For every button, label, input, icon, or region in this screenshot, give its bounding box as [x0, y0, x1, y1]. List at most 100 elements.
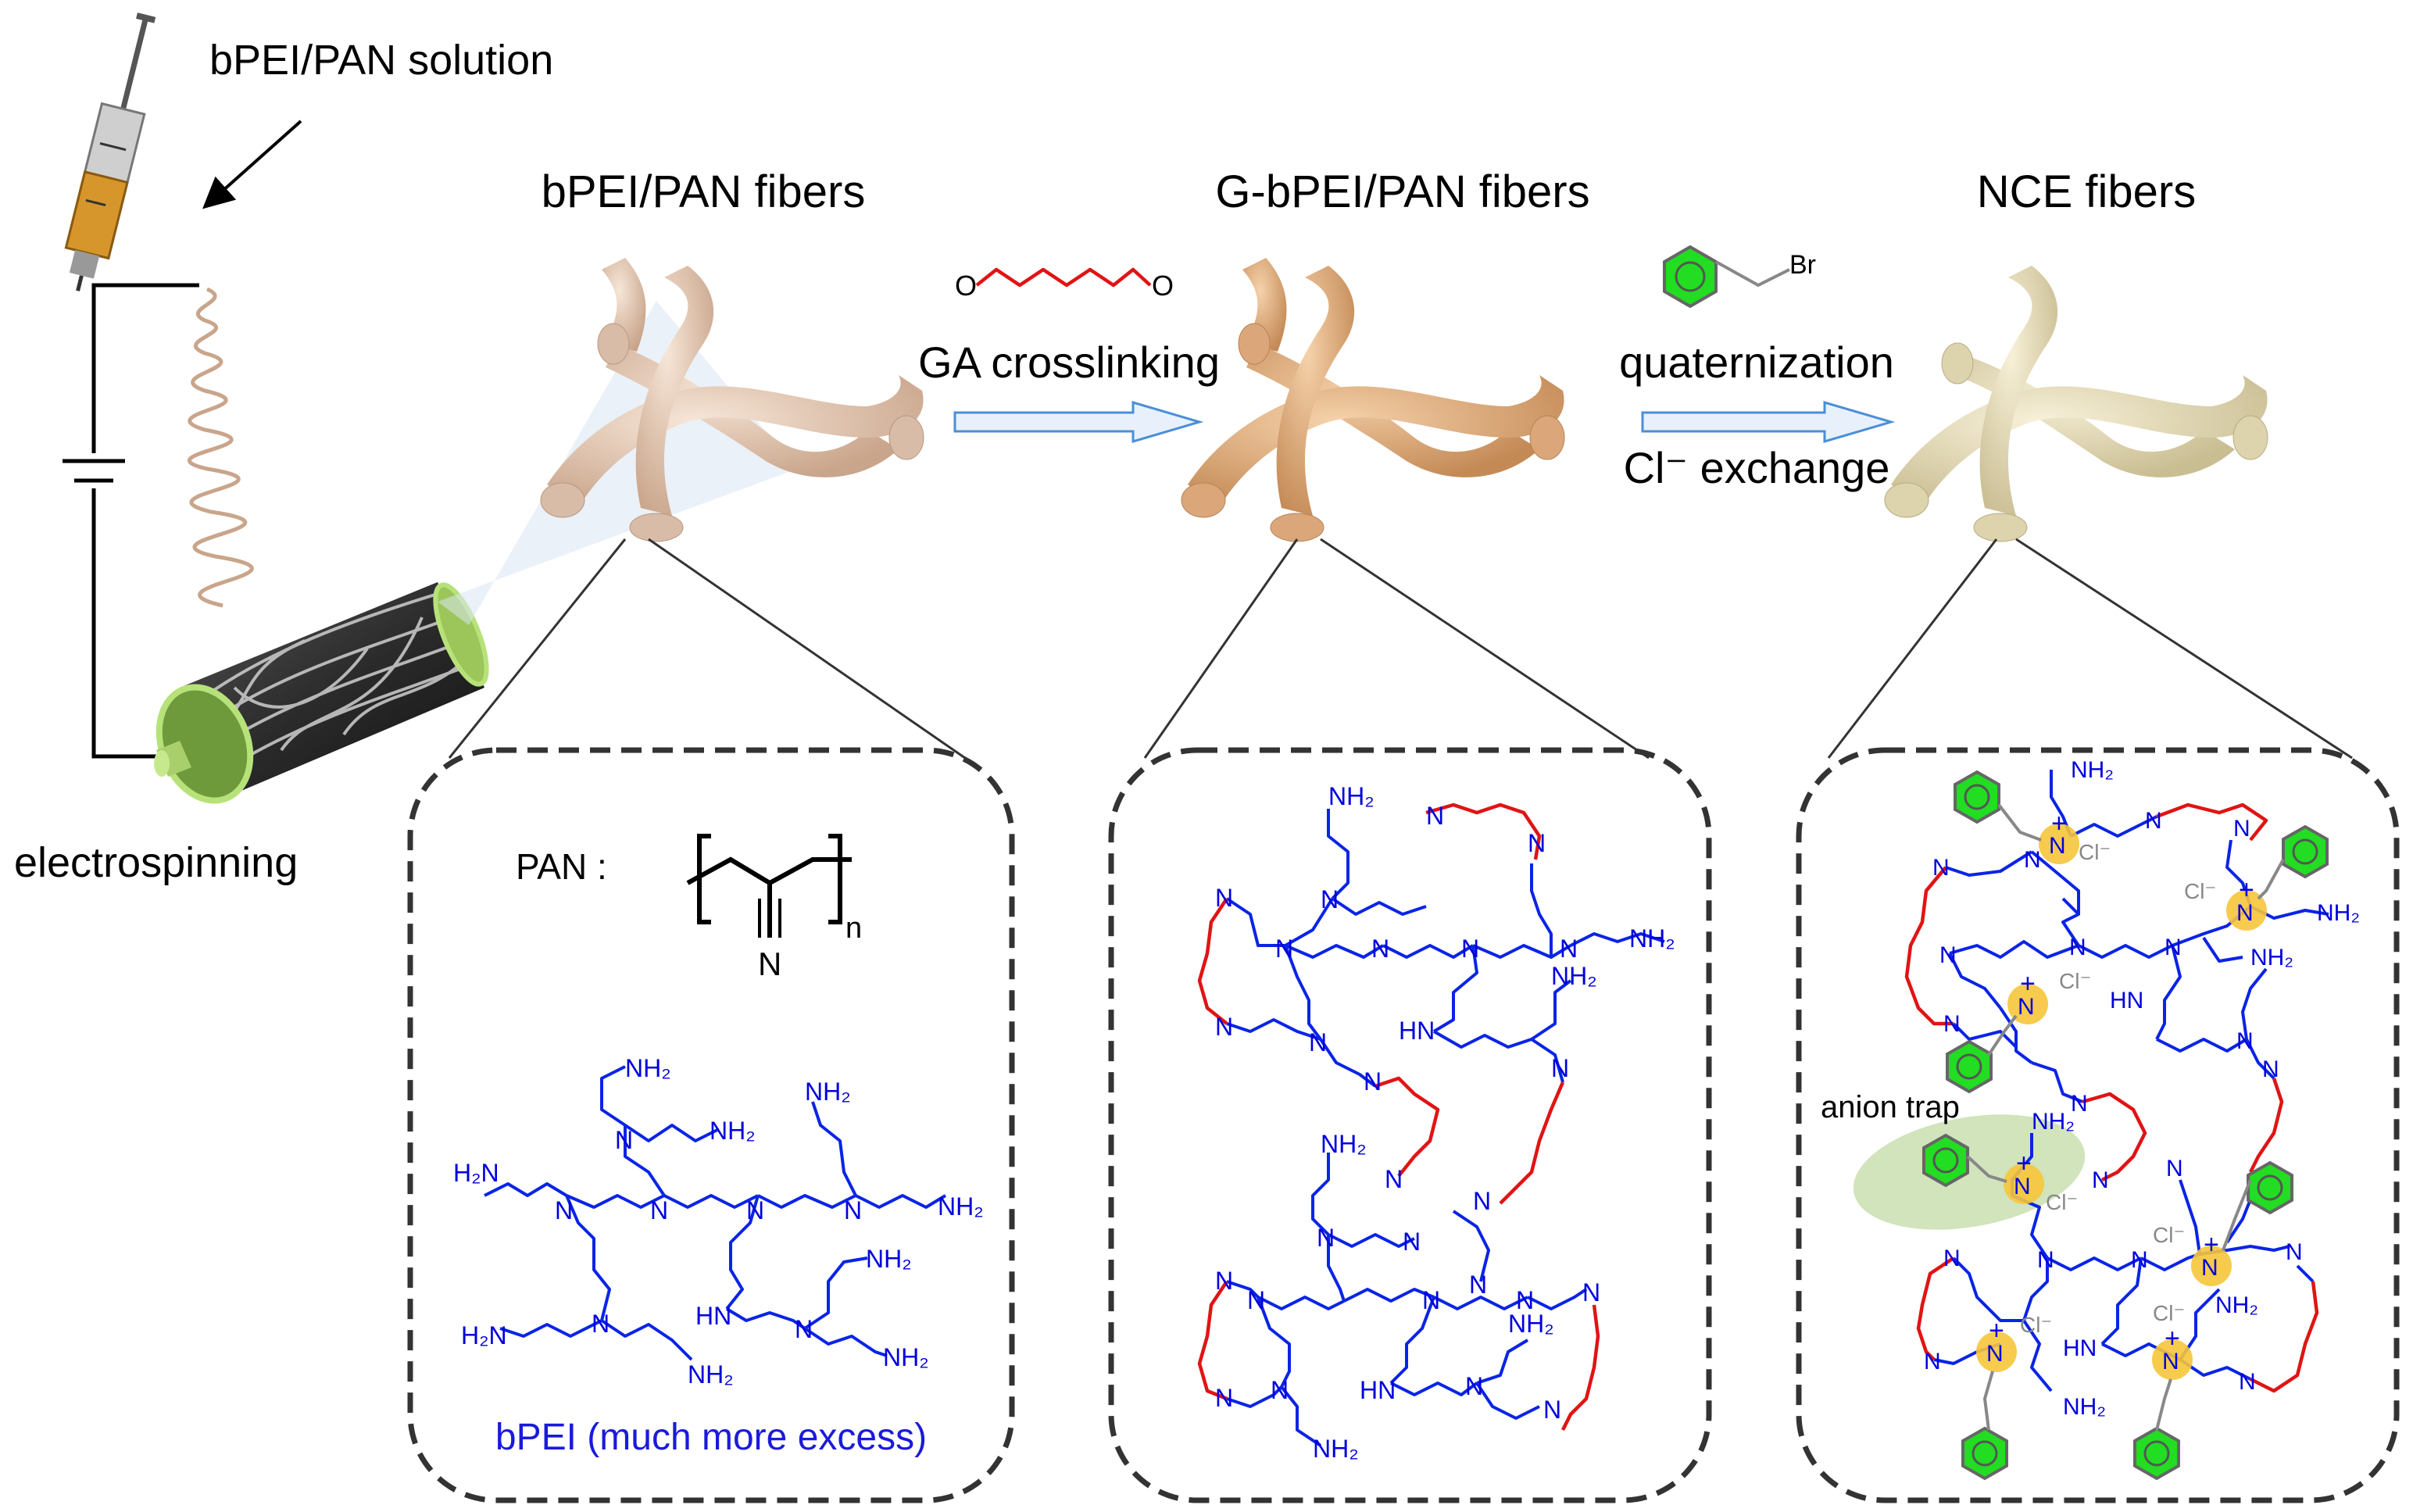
- svg-text:N: N: [2037, 1247, 2054, 1273]
- svg-text:N: N: [1215, 884, 1233, 912]
- svg-text:N: N: [2069, 935, 2086, 960]
- syringe-icon: [64, 13, 156, 291]
- svg-text:+: +: [2016, 1149, 2032, 1178]
- svg-text:N: N: [1317, 1224, 1335, 1252]
- svg-text:Cl⁻: Cl⁻: [2020, 1313, 2052, 1337]
- svg-text:n: n: [845, 912, 862, 945]
- svg-text:N: N: [1371, 935, 1389, 963]
- svg-text:N: N: [2071, 1091, 2088, 1117]
- svg-text:N: N: [1924, 1349, 1941, 1374]
- anion-trap-label: anion trap: [1821, 1090, 1960, 1124]
- svg-text:Cl⁻: Cl⁻: [2153, 1301, 2185, 1325]
- svg-text:N: N: [1551, 1054, 1569, 1082]
- step1-label: GA crosslinking: [918, 338, 1220, 387]
- svg-text:N: N: [2018, 994, 2035, 1020]
- svg-text:N: N: [1215, 1267, 1233, 1295]
- svg-text:NH₂: NH₂: [1508, 1310, 1554, 1338]
- svg-text:N: N: [844, 1196, 862, 1224]
- svg-text:Cl⁻: Cl⁻: [2059, 969, 2091, 993]
- svg-text:N: N: [1321, 885, 1339, 913]
- step2-label-a: quaternization: [1619, 338, 1894, 387]
- svg-text:N: N: [2201, 1255, 2218, 1281]
- panel-nce: anion trap: [1796, 747, 2400, 1503]
- svg-text:Cl⁻: Cl⁻: [2153, 1223, 2185, 1247]
- svg-text:N: N: [1516, 1286, 1534, 1314]
- svg-text:N: N: [1465, 1372, 1483, 1400]
- svg-text:N: N: [1403, 1228, 1421, 1256]
- fibers2-title: G-bPEI/PAN fibers: [1215, 166, 1589, 217]
- svg-text:NH₂: NH₂: [688, 1360, 734, 1389]
- benzyl-bromide: Br: [1663, 245, 1816, 309]
- fiber-bundle-3: [1884, 266, 2268, 542]
- svg-text:NH₂: NH₂: [2071, 757, 2114, 783]
- svg-text:N: N: [1473, 1187, 1491, 1215]
- step2-label-b: Cl⁻ exchange: [1624, 443, 1890, 492]
- svg-text:N: N: [2145, 808, 2162, 834]
- svg-text:N: N: [2131, 1247, 2148, 1273]
- svg-text:N: N: [1422, 1286, 1440, 1314]
- svg-text:N: N: [2165, 935, 2182, 960]
- svg-text:N: N: [1986, 1341, 2004, 1367]
- svg-text:HN: HN: [695, 1302, 731, 1330]
- svg-text:Cl⁻: Cl⁻: [2079, 840, 2111, 864]
- svg-text:N: N: [1939, 942, 1957, 968]
- panel-g-bpei-pan: NH₂ N N N N N N N N NH₂ NH₂ HN N N N N N…: [1108, 747, 1712, 1503]
- svg-text:NH₂: NH₂: [1321, 1130, 1367, 1158]
- svg-text:N: N: [2024, 847, 2041, 873]
- svg-text:NH₂: NH₂: [1328, 782, 1375, 810]
- bpei-structure: NH₂ NH₂ H₂N N N N N N NH₂ NH₂ H₂N N NH₂ …: [453, 1054, 984, 1458]
- svg-text:NH₂: NH₂: [938, 1192, 984, 1221]
- svg-text:+: +: [2239, 875, 2254, 905]
- svg-text:O: O: [1152, 270, 1174, 302]
- electrospinning-setup: bPEI/PAN solution electrospinning: [14, 13, 797, 886]
- fiber-jet: [187, 287, 254, 608]
- svg-text:N: N: [1309, 1028, 1327, 1056]
- pan-label: PAN :: [516, 846, 607, 887]
- svg-text:N: N: [2286, 1239, 2303, 1265]
- svg-text:N: N: [1932, 855, 1950, 881]
- svg-text:Cl⁻: Cl⁻: [2184, 879, 2216, 903]
- svg-text:N: N: [1943, 1246, 1961, 1271]
- zoom-line-3b: [2015, 538, 2353, 760]
- fibers3-title: NCE fibers: [1977, 166, 2196, 217]
- svg-text:N: N: [1461, 935, 1479, 963]
- svg-text:N: N: [1247, 1286, 1265, 1314]
- svg-text:N: N: [592, 1310, 610, 1338]
- svg-text:HN: HN: [2110, 988, 2143, 1013]
- svg-text:N: N: [2236, 900, 2254, 926]
- svg-text:NH₂: NH₂: [1629, 924, 1675, 953]
- svg-text:N: N: [2014, 1174, 2031, 1199]
- svg-text:N: N: [1271, 1376, 1289, 1404]
- svg-text:N: N: [1528, 829, 1546, 857]
- quaternary-centers: [1976, 824, 2267, 1380]
- pan-structure: [686, 834, 852, 938]
- svg-text:NH₂: NH₂: [2317, 900, 2360, 926]
- svg-text:N: N: [2162, 1349, 2179, 1374]
- svg-text:N: N: [2049, 833, 2066, 859]
- svg-text:N: N: [2239, 1369, 2256, 1395]
- svg-text:N: N: [2262, 1056, 2279, 1082]
- svg-text:N: N: [2166, 1156, 2183, 1181]
- svg-text:NH₂: NH₂: [1551, 962, 1597, 990]
- solution-arrow: [202, 120, 302, 209]
- svg-text:N: N: [1385, 1165, 1403, 1193]
- bpei-caption: bPEI (much more excess): [495, 1417, 927, 1458]
- fibers1-title: bPEI/PAN fibers: [542, 166, 866, 217]
- svg-text:H₂N: H₂N: [453, 1159, 499, 1187]
- zoom-line-1b: [648, 538, 966, 760]
- svg-text:NH₂: NH₂: [866, 1245, 912, 1273]
- svg-text:Br: Br: [1789, 250, 1816, 280]
- circuit-wire-lower: [91, 488, 160, 759]
- svg-text:NH₂: NH₂: [625, 1054, 671, 1082]
- svg-text:N: N: [795, 1315, 813, 1343]
- svg-text:NH₂: NH₂: [2215, 1292, 2258, 1318]
- svg-text:+: +: [2204, 1230, 2219, 1260]
- svg-text:NH₂: NH₂: [710, 1117, 756, 1145]
- panel-bpei-pan: PAN : n N: [407, 747, 1015, 1503]
- zoom-beam: [438, 301, 797, 625]
- svg-text:+: +: [2051, 809, 2067, 838]
- svg-text:N: N: [615, 1126, 633, 1154]
- step2-arrow: [1641, 400, 1896, 444]
- svg-text:N: N: [1426, 802, 1444, 830]
- svg-text:N: N: [2092, 1167, 2109, 1193]
